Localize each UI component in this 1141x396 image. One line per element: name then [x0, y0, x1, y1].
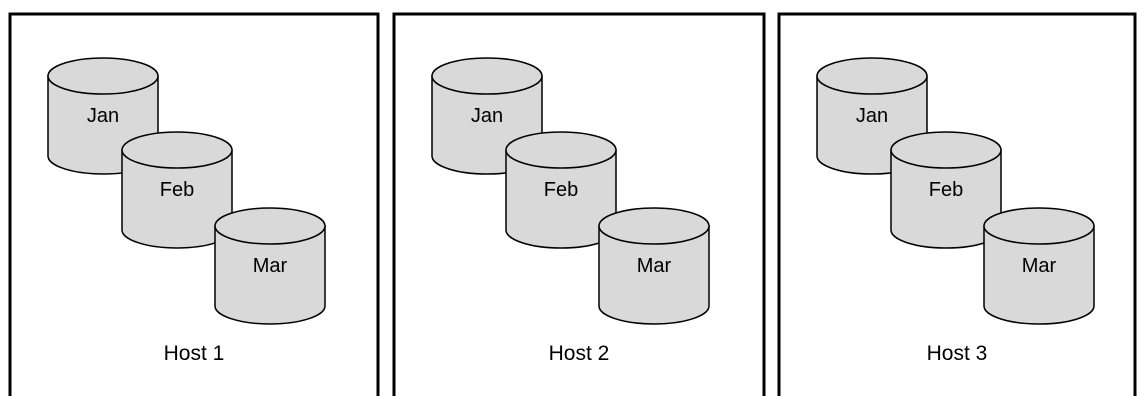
- database-label: Feb: [544, 179, 578, 201]
- database-label: Feb: [929, 179, 963, 201]
- cylinder-top: [890, 131, 1002, 169]
- cylinder-body: [598, 225, 710, 325]
- database-cylinder-mar: Mar: [214, 207, 326, 325]
- database-label: Feb: [160, 179, 194, 201]
- host-label: Host 2: [549, 342, 610, 365]
- database-cylinder-feb: Feb: [121, 131, 233, 249]
- cylinder-body: [983, 225, 1095, 325]
- cylinder-top: [505, 131, 617, 169]
- host-panel-border: [777, 12, 1137, 396]
- database-label: Mar: [253, 255, 288, 277]
- cylinder-top: [214, 207, 326, 245]
- database-cylinder-feb: Feb: [505, 131, 617, 249]
- host-label: Host 3: [927, 342, 988, 365]
- database-label: Jan: [87, 105, 119, 127]
- database-label: Jan: [471, 105, 503, 127]
- cylinder-body: [214, 225, 326, 325]
- host-panel-border: [8, 12, 380, 396]
- cylinder-top: [47, 57, 159, 95]
- cylinder-top: [983, 207, 1095, 245]
- database-label: Jan: [856, 105, 888, 127]
- cylinder-top: [598, 207, 710, 245]
- database-cylinder-feb: Feb: [890, 131, 1002, 249]
- cylinder-top: [431, 57, 543, 95]
- host-label: Host 1: [164, 342, 225, 365]
- host-panel-border: [392, 12, 766, 396]
- database-cylinder-mar: Mar: [983, 207, 1095, 325]
- database-cylinder-mar: Mar: [598, 207, 710, 325]
- database-label: Mar: [1022, 255, 1057, 277]
- cylinder-top: [121, 131, 233, 169]
- cylinder-top: [816, 57, 928, 95]
- database-label: Mar: [637, 255, 672, 277]
